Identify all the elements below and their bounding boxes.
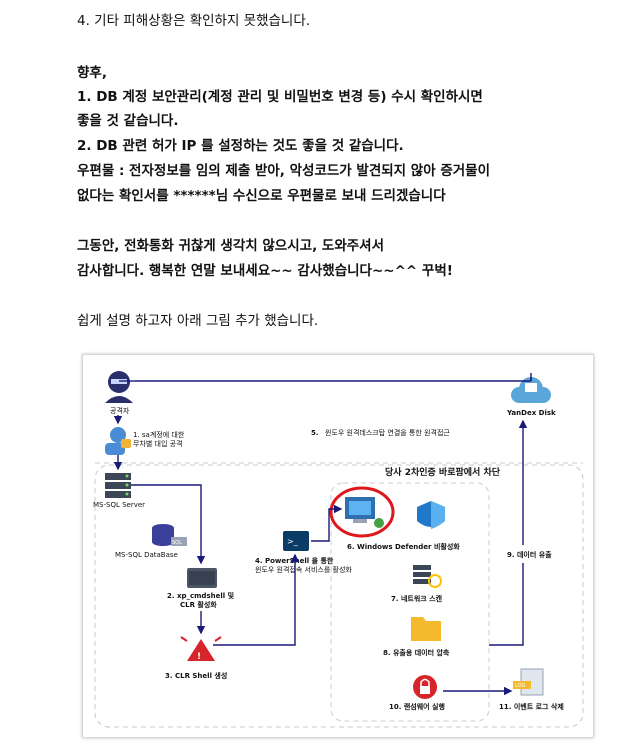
text-line-9: 감사합니다. 행복한 연말 보내세요~~ 감사했습니다~~^^ 꾸벅!: [77, 263, 453, 279]
block-title: 당사 2차인증 바로팜에서 차단: [385, 466, 501, 478]
database-icon: [152, 524, 187, 546]
text-line-6: 우편물 : 전자정보를 임의 제출 받아, 악성코드가 발견되지 않아 증거물이: [77, 163, 491, 179]
sql-badge: SQL: [172, 540, 182, 546]
text-line-8: 그동안, 전화통화 귀찮게 생각치 않으시고, 도와주셔서: [77, 238, 384, 254]
text-line-4: 좋을 것 같습니다.: [77, 113, 179, 129]
powershell-icon: >_: [283, 531, 309, 551]
step4-label-2: 윈도우 원격접속 서비스를 활성화: [255, 565, 352, 574]
text-line-7: 없다는 확인서를 ******님 수신으로 우편물로 보내 드리겠습니다: [77, 188, 446, 204]
ms-sql-server-label: MS-SQL Server: [93, 501, 145, 509]
step2-label: 2. xp_cmdshell 및: [167, 591, 235, 600]
step9-label: 9. 데이터 유출: [507, 550, 552, 559]
step5-label: 윈도우 원격데스크탑 연결을 통한 원격접근: [325, 428, 450, 437]
log-badge: LOG: [515, 683, 526, 689]
step5-number: 5.: [311, 429, 319, 437]
highlight-circle: [329, 486, 395, 538]
step8-label: 8. 유출용 데이터 압축: [383, 648, 450, 657]
ms-sql-db-label: MS-SQL DataBase: [115, 551, 178, 559]
hacker-icon: [105, 371, 133, 403]
text-line-5: 2. DB 관련 허가 IP 를 설정하는 것도 좋을 것 같습니다.: [77, 138, 404, 154]
step1-label-2: 무차별 대입 공격: [133, 439, 183, 448]
step7-label: 7. 네트워크 스캔: [391, 594, 443, 603]
terminal-icon: [187, 568, 217, 588]
folder-icon: [411, 617, 441, 641]
svg-text:!: !: [197, 652, 201, 662]
network-scan-icon: [413, 565, 442, 588]
server-icon: [105, 473, 131, 498]
shield-icon: [417, 501, 445, 529]
attacker-label: 공격자: [110, 406, 130, 415]
step1-label: 1. sa계정에 대한: [133, 430, 185, 439]
text-line-1: 4. 기타 피해상황은 확인하지 못했습니다.: [77, 13, 311, 29]
ransomware-lock-icon: [413, 675, 437, 699]
attack-flow-diagram: 공격자 1. sa계정에 대한 무차별 대입 공격 MS-SQL Server …: [82, 354, 594, 738]
text-line-2: 향후,: [77, 65, 107, 81]
step3-label: 3. CLR Shell 생성: [165, 671, 227, 680]
bug-icon: !: [180, 636, 222, 662]
remote-desktop-icon: [345, 497, 384, 528]
log-file-icon: [513, 668, 544, 696]
step2-label-2: CLR 활성화: [180, 600, 217, 609]
yandex-label: YanDex Disk: [506, 409, 556, 417]
diagram-canvas: 공격자 1. sa계정에 대한 무차별 대입 공격 MS-SQL Server …: [93, 371, 584, 728]
user-lock-icon: [105, 427, 131, 455]
text-line-3: 1. DB 계정 보안관리(계정 관리 및 비밀번호 변경 등) 수시 확인하시…: [77, 89, 483, 105]
flow-arrows: [113, 373, 532, 696]
step11-label: 11. 이벤트 로그 삭제: [499, 702, 564, 711]
internal-zone-outline: [330, 482, 490, 722]
svg-text:>_: >_: [287, 537, 299, 546]
cloud-icon: [511, 377, 551, 403]
step6-label: 6. Windows Defender 비활성화: [347, 542, 460, 551]
step10-label: 10. 랜섬웨어 실행: [389, 702, 445, 711]
text-line-10: 쉽게 설명 하고자 아래 그림 추가 했습니다.: [77, 313, 319, 329]
network-zone-outline: [94, 464, 584, 728]
